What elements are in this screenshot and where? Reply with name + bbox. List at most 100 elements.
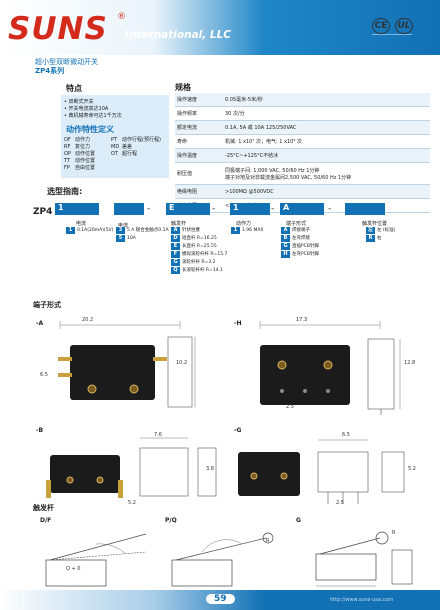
spec-row: 操作温度-25°C~+125°C不结冰 xyxy=(175,148,430,163)
terminal-g-dim-width: 6.5 xyxy=(342,432,350,438)
brand-tagline: International, LLC xyxy=(125,29,231,41)
code-separator: - xyxy=(212,204,216,214)
terminal-h-drawing xyxy=(259,321,401,415)
code-box-lever: E xyxy=(166,203,210,215)
label-current: 电流 xyxy=(76,221,87,227)
lever-df-drawing xyxy=(45,533,147,587)
label-lever-position: 触发杆位置 xyxy=(362,221,388,227)
code-box-terminal: A xyxy=(280,203,324,215)
label-current-rating: 电流 xyxy=(118,223,129,229)
code-box-lever-position xyxy=(345,203,385,215)
lever-label-df: D/F xyxy=(40,517,52,524)
terminals-title: 端子形式 xyxy=(33,301,61,309)
code-separator: - xyxy=(147,204,151,214)
terminal-a-dim-width: 20.2 xyxy=(82,317,94,323)
lever-label-g: G xyxy=(296,517,301,524)
spec-title: 规格 xyxy=(175,83,191,92)
terminal-label-h: -H xyxy=(234,320,242,327)
terminal-b-dim-depth: 3.8 xyxy=(206,466,214,472)
feature-item: • 典机械寿命可达1千万次 xyxy=(64,113,122,119)
spec-row: 寿命机械: 1 x10⁷ 次；电气: 1 x10⁵ 次 xyxy=(175,134,430,149)
selection-model: ZP4 xyxy=(33,207,53,217)
lever-pq-drawing xyxy=(171,532,274,587)
lever-g-drawing xyxy=(315,531,413,587)
page-number: 59 xyxy=(206,594,235,604)
registered-mark: ® xyxy=(117,12,126,22)
page-header xyxy=(0,0,440,55)
features-heading: 特点 xyxy=(66,84,82,93)
features-list: • 双断式开关 • 开关电流高达10A • 典机械寿命可达1千万次 xyxy=(64,99,122,120)
feature-item: • 开关电流高达10A xyxy=(64,106,109,112)
option-row: 左左 (标准) xyxy=(366,227,396,234)
lever-df-note: Q + 0 xyxy=(66,566,81,572)
header-divider xyxy=(372,34,412,35)
code-box-type xyxy=(114,203,144,215)
lever-label-pq: P/Q xyxy=(165,517,177,524)
terminal-b-dim-width: 7.6 xyxy=(154,432,162,438)
ul-mark-icon: UL xyxy=(395,18,413,34)
terminal-label-g: -G xyxy=(234,427,242,434)
feature-item: • 双断式开关 xyxy=(64,99,94,105)
features-panel xyxy=(61,95,169,178)
terminal-g-dim-depth: 5.2 xyxy=(408,466,416,472)
lever-title: 触发杆 xyxy=(33,504,54,512)
terminal-a-dim-depth: 10.2 xyxy=(176,360,188,366)
terminal-b-dim-pin: 5.2 xyxy=(128,500,136,506)
label-terminal: 端子形式 xyxy=(286,221,307,227)
terminal-h-dim-depth: 12.8 xyxy=(404,360,416,366)
terminal-g-dim-pitch: 2.5 xyxy=(336,500,344,506)
label-force: 动作力 xyxy=(236,221,252,227)
terminal-a-drawing xyxy=(58,321,196,408)
code-box-current: 1 xyxy=(55,203,99,215)
spec-row: 绝缘电阻>100MΩ @500VDC xyxy=(175,184,430,199)
terminal-label-a: -A xyxy=(36,320,44,327)
product-series: ZP4系列 xyxy=(35,67,65,75)
terminal-g-drawing xyxy=(238,439,405,504)
code-separator: - xyxy=(271,204,275,214)
terminal-h-dim-pitch: 2.5 xyxy=(286,404,294,410)
terminal-h-dim-width: 17.3 xyxy=(296,317,308,323)
terminal-a-dim-pin: 6.5 xyxy=(40,372,48,378)
action-heading: 动作特性定义 xyxy=(66,125,114,134)
spec-row: 耐压值同极端子间: 1,000 VAC, 50/60 Hz 1分钟端子对地及对非… xyxy=(175,162,430,185)
terminal-b-drawing xyxy=(46,437,217,498)
terminal-label-b: -B xyxy=(36,427,44,434)
footer-url[interactable]: http://www.suns-usa.com xyxy=(330,597,394,603)
code-separator: - xyxy=(328,204,332,214)
lever-pq-note: R xyxy=(266,538,270,544)
product-title: 超小型双断微动开关 xyxy=(35,58,98,66)
code-box-force: 1 xyxy=(230,203,270,215)
brand-logo: SUNS xyxy=(8,11,108,47)
selection-title: 选型指南: xyxy=(47,187,83,196)
label-lever: 触发杆 xyxy=(171,221,187,227)
